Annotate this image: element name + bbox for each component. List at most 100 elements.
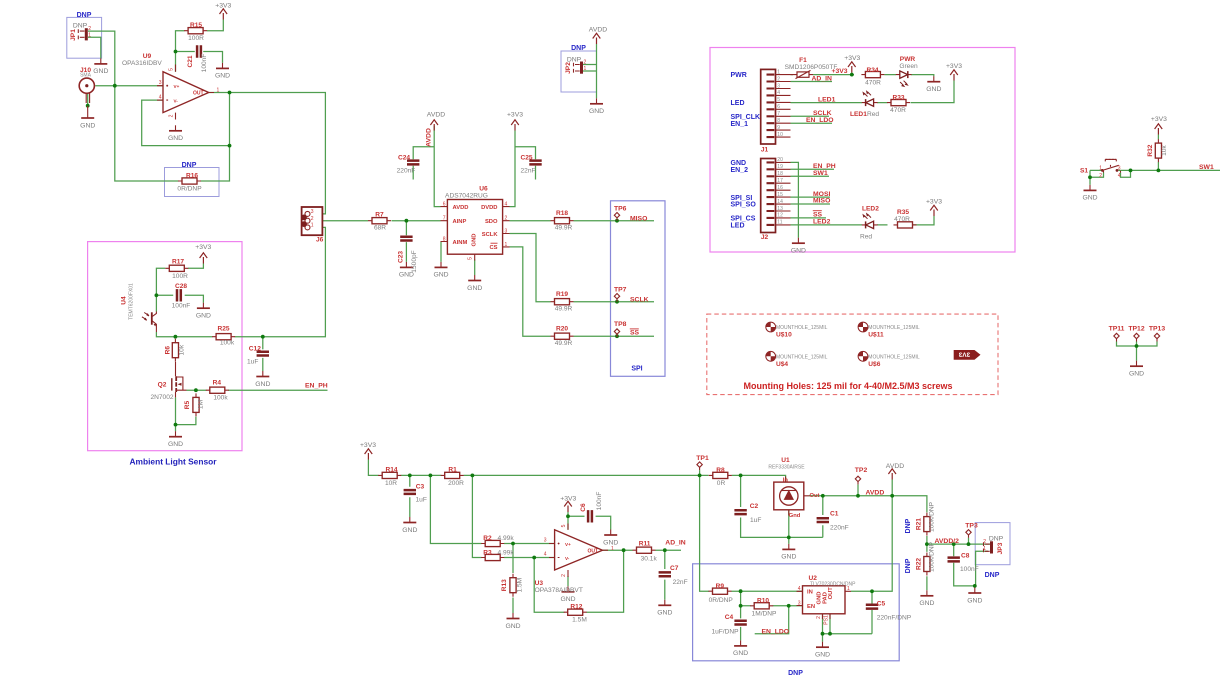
- svg-text:4: 4: [505, 202, 508, 208]
- svg-text:1: 1: [88, 33, 91, 39]
- svg-text:SPI_SI: SPI_SI: [731, 195, 753, 202]
- svg-text:AVDD: AVDD: [886, 463, 904, 470]
- svg-text:3: 3: [505, 228, 508, 234]
- svg-text:DNP: DNP: [567, 57, 582, 64]
- svg-text:22nF: 22nF: [673, 579, 688, 586]
- svg-text:OUT: OUT: [587, 548, 598, 554]
- svg-text:PAD: PAD: [823, 592, 829, 604]
- svg-text:MOUNTHOLE_125MIL: MOUNTHOLE_125MIL: [776, 325, 828, 331]
- svg-text:MOUNTHOLE_125MIL: MOUNTHOLE_125MIL: [776, 355, 828, 361]
- svg-text:5: 5: [468, 257, 474, 260]
- svg-text:13: 13: [777, 206, 783, 212]
- svg-text:LED2: LED2: [862, 206, 879, 213]
- svg-text:SW1: SW1: [813, 170, 828, 177]
- svg-text:OUT: OUT: [193, 90, 204, 96]
- svg-text:EN_2: EN_2: [731, 167, 749, 174]
- svg-text:AINP: AINP: [453, 219, 467, 225]
- svg-text:100R: 100R: [188, 35, 204, 42]
- svg-text:U9: U9: [143, 53, 152, 60]
- svg-text:100k: 100k: [220, 340, 235, 347]
- svg-text:IN: IN: [807, 590, 813, 596]
- svg-text:DVDD: DVDD: [481, 205, 497, 211]
- svg-text:V-: V-: [174, 98, 179, 103]
- svg-text:1.5M: 1.5M: [516, 578, 523, 593]
- svg-text:2: 2: [1099, 173, 1102, 179]
- svg-text:5: 5: [777, 97, 780, 103]
- svg-text:MOUNTHOLE_125MIL: MOUNTHOLE_125MIL: [868, 325, 920, 331]
- svg-text:19: 19: [777, 164, 783, 170]
- svg-text:100R: 100R: [172, 273, 188, 280]
- svg-text:ADS7042RUG: ADS7042RUG: [445, 193, 488, 200]
- svg-text:In: In: [783, 478, 789, 484]
- svg-text:JP1: JP1: [70, 29, 77, 41]
- svg-text:C4: C4: [725, 614, 734, 621]
- svg-text:AVDD: AVDD: [426, 128, 433, 147]
- svg-text:+3V3: +3V3: [946, 63, 962, 70]
- svg-text:C23: C23: [397, 251, 404, 263]
- svg-text:3V3: 3V3: [958, 350, 970, 357]
- svg-text:TP13: TP13: [1149, 326, 1165, 333]
- svg-text:R6: R6: [165, 346, 172, 355]
- svg-text:+3V3: +3V3: [1151, 116, 1167, 123]
- svg-text:TP11: TP11: [1109, 326, 1125, 333]
- svg-text:GND: GND: [817, 592, 823, 605]
- svg-text:LED1: LED1: [818, 97, 836, 104]
- svg-text:SCLK: SCLK: [630, 297, 649, 304]
- svg-text:S1: S1: [1080, 167, 1088, 174]
- svg-text:EN_1: EN_1: [731, 121, 749, 128]
- svg-text:R1: R1: [448, 467, 457, 474]
- svg-text:R18: R18: [556, 210, 568, 217]
- svg-text:LED2: LED2: [813, 219, 831, 226]
- svg-text:9: 9: [777, 125, 780, 131]
- svg-text:3: 3: [544, 538, 547, 544]
- svg-text:R17: R17: [172, 258, 184, 265]
- svg-text:10R: 10R: [385, 480, 397, 487]
- svg-text:R12: R12: [570, 603, 582, 610]
- svg-text:DNP: DNP: [905, 558, 912, 573]
- svg-text:4: 4: [159, 95, 162, 101]
- svg-text:100nF: 100nF: [596, 492, 603, 511]
- svg-text:V+: V+: [565, 542, 571, 547]
- svg-text:1: 1: [311, 223, 314, 229]
- svg-text:SMD1206P050TF: SMD1206P050TF: [785, 64, 838, 71]
- svg-text:EN: EN: [807, 604, 815, 610]
- svg-text:22nF: 22nF: [520, 167, 535, 174]
- svg-text:TP6: TP6: [614, 206, 627, 213]
- svg-text:10k: 10k: [178, 344, 185, 355]
- svg-text:SW1: SW1: [1199, 164, 1214, 171]
- svg-text:18: 18: [777, 171, 783, 177]
- svg-text:J6: J6: [316, 237, 324, 244]
- svg-text:C8: C8: [961, 553, 970, 560]
- svg-text:0R/DNP: 0R/DNP: [177, 185, 202, 192]
- svg-text:+3V3: +3V3: [844, 55, 860, 62]
- svg-text:DNP: DNP: [985, 572, 1000, 579]
- svg-text:U1: U1: [781, 457, 790, 464]
- svg-text:CS: CS: [489, 245, 497, 251]
- svg-text:SS: SS: [813, 212, 823, 219]
- svg-text:R34: R34: [866, 67, 878, 74]
- svg-text:LED: LED: [731, 223, 745, 230]
- svg-text:+3V3: +3V3: [360, 442, 376, 449]
- svg-text:1: 1: [777, 69, 780, 75]
- svg-text:1: 1: [1099, 165, 1102, 171]
- svg-text:R3: R3: [483, 550, 492, 557]
- svg-text:+3V3: +3V3: [507, 111, 523, 118]
- svg-text:C1: C1: [830, 510, 839, 517]
- svg-text:C7: C7: [670, 565, 679, 572]
- svg-text:JP2: JP2: [565, 62, 572, 74]
- svg-text:R13: R13: [501, 579, 508, 591]
- svg-text:10: 10: [777, 132, 783, 138]
- svg-text:Gnd: Gnd: [789, 513, 801, 519]
- svg-text:220nF: 220nF: [397, 167, 416, 174]
- svg-text:C3: C3: [416, 483, 425, 490]
- svg-text:R8: R8: [716, 467, 725, 474]
- svg-text:Red: Red: [867, 111, 879, 118]
- svg-text:+3V3: +3V3: [832, 68, 848, 75]
- svg-text:U$11: U$11: [868, 332, 884, 339]
- svg-text:8: 8: [777, 118, 780, 124]
- svg-text:100k: 100k: [213, 394, 228, 401]
- svg-text:Ambient Light Sensor: Ambient Light Sensor: [129, 456, 217, 466]
- svg-text:SPI_CLK: SPI_CLK: [731, 114, 761, 121]
- svg-text:1: 1: [217, 87, 220, 93]
- svg-text:1uF: 1uF: [416, 497, 427, 504]
